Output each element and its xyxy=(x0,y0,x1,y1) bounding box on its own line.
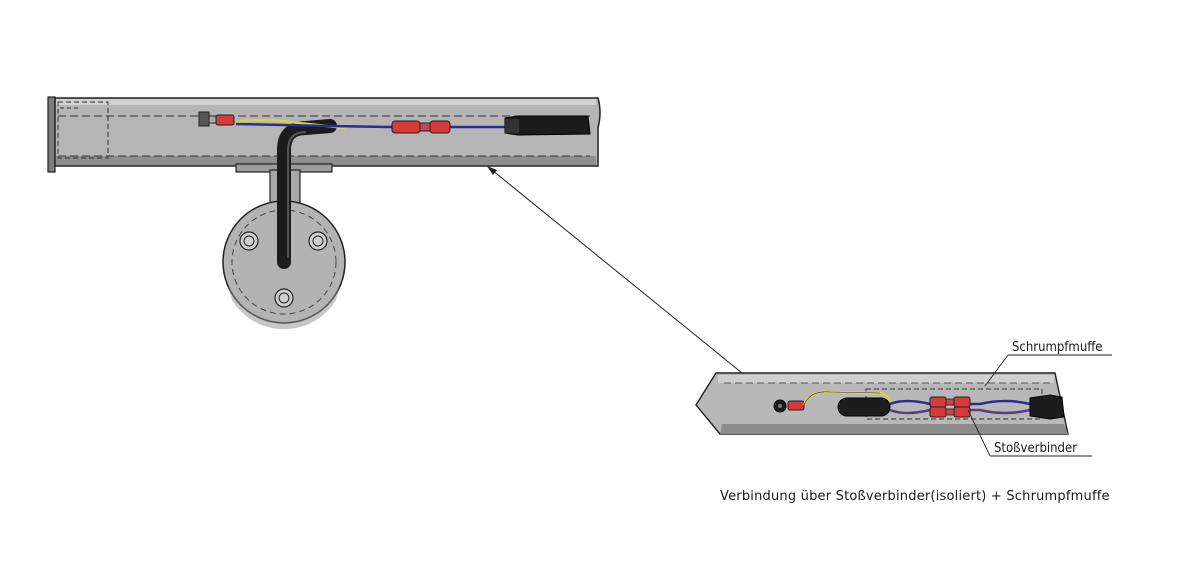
crimp-connector-left xyxy=(215,114,235,126)
end-plug-outline xyxy=(57,101,109,159)
callout-schrumpfmuffe: Schrumpfmuffe xyxy=(984,340,1112,387)
detail-crimp-connector xyxy=(787,400,805,411)
callout-stossverbinder: Stoßverbinder xyxy=(967,409,1092,457)
detail-cable-stub xyxy=(837,397,891,417)
main-handrail xyxy=(47,96,601,330)
detail-shrink-sleeve xyxy=(1029,394,1065,420)
tube-bottom-shade xyxy=(56,156,596,165)
screw-icon xyxy=(239,231,259,251)
main-cable xyxy=(277,119,337,269)
callout-stossverbinder-leader xyxy=(967,409,991,457)
detail-tube-bottom-shade xyxy=(720,424,1068,434)
main-cable-highlight xyxy=(287,131,307,258)
butt-connector-main xyxy=(391,120,451,134)
screw-icon xyxy=(274,288,294,308)
end-cap-plate xyxy=(47,96,56,173)
detail-view xyxy=(695,372,1069,435)
detail-yellow-wire-outline xyxy=(803,391,881,406)
leader-arrow-icon xyxy=(487,166,497,175)
label-stossverbinder: Stoßverbinder xyxy=(994,441,1077,456)
shrink-sleeve-main-cap xyxy=(505,119,519,133)
detail-leader-line xyxy=(486,165,743,374)
diagram-caption: Verbindung über Stoßverbinder(isoliert) … xyxy=(720,489,1110,504)
tube-top-highlight xyxy=(56,99,596,105)
label-schrumpfmuffe: Schrumpfmuffe xyxy=(1012,340,1103,355)
detail-tube-top-highlight xyxy=(718,375,1054,383)
screw-icon xyxy=(308,231,328,251)
callout-schrumpfmuffe-leader xyxy=(984,354,1009,387)
rosette-bottom-shade xyxy=(228,285,340,330)
yellow-wire xyxy=(235,118,346,130)
detail-butt-connector-b xyxy=(929,406,971,418)
detail-eyelet-icon xyxy=(773,399,787,413)
